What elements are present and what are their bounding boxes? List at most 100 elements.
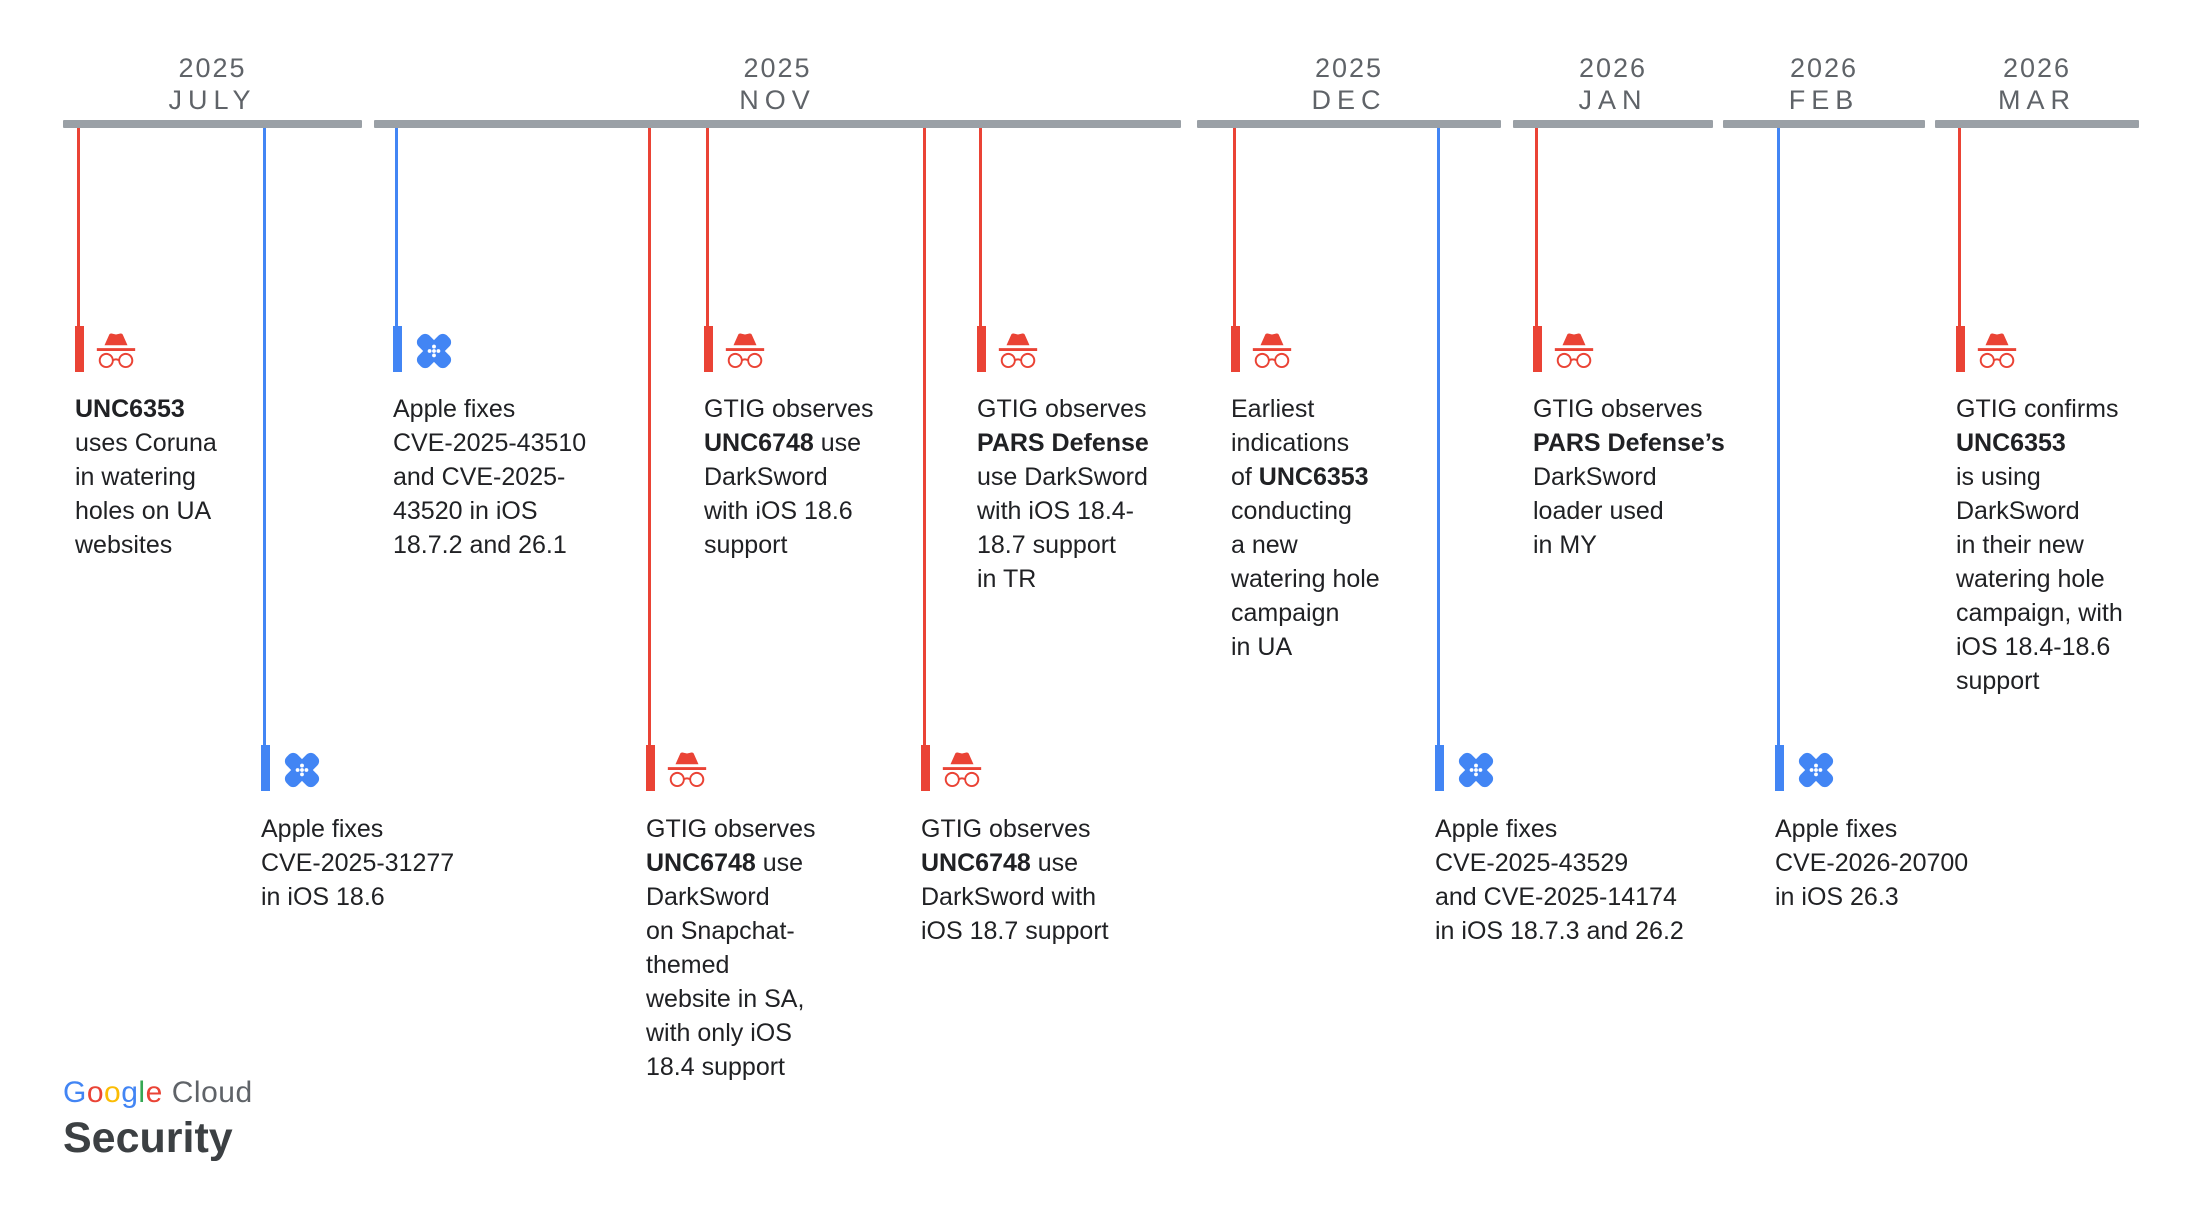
event-text-line: of UNC6353 [1231,463,1369,491]
segment-month: JAN [1578,85,1648,115]
event-text-line: Apple fixes [1435,815,1558,843]
event-text-line: in iOS 18.6 [261,883,385,911]
segment-bar [1935,120,2139,128]
event-text-line: UNC6748 use [704,429,862,457]
event-text-line: DarkSword [646,883,770,911]
event-icon-box [1974,328,2020,374]
event-text-line: Earliest [1231,395,1315,423]
event-text-line: CVE-2026-20700 [1775,849,1969,877]
event-icon-box [722,328,768,374]
event-line [1437,128,1440,747]
segment-bar [1197,120,1501,128]
event-tick [704,326,713,372]
event-text-line: UNC6353 [1956,429,2066,457]
event-line [1777,128,1780,747]
event-tick [1956,326,1965,372]
timeline-segment: 2026 FEB [1723,52,1925,116]
event-text-line: PARS Defense’s [1533,429,1725,457]
event-text-line: GTIG observes [921,815,1091,843]
event-text-line: Apple fixes [1775,815,1898,843]
event-tick [921,745,930,791]
event-text-line: indications [1231,429,1350,457]
event-text-line: uses Coruna [75,429,217,457]
event-icon-box [1793,747,1839,793]
security-wordmark: Security [63,1114,233,1162]
event-text-line: support [704,531,788,559]
event-text-line: UNC6748 use [646,849,804,877]
event-line [1958,128,1961,328]
event-text-line: UNC6353 [75,395,185,423]
event-line [77,128,80,328]
event-text-line: in watering [75,463,196,491]
event-text-line: use DarkSword [977,463,1148,491]
event-text-line: GTIG observes [646,815,816,843]
event-text-line: DarkSword [1533,463,1657,491]
timeline-segment: 2026 JAN [1513,52,1713,116]
event-text-line: in their new [1956,531,2084,559]
segment-month: DEC [1311,85,1387,115]
segment-bar [1513,120,1713,128]
event-text-line: a new [1231,531,1298,559]
event-text-line: in iOS 26.3 [1775,883,1899,911]
event-icon-box [279,747,325,793]
event-icon-box [93,328,139,374]
cloud-label: Cloud [171,1076,253,1109]
event-tick [1231,326,1240,372]
google-logo-letter: l [138,1076,146,1109]
event-tick [261,745,270,791]
event-text-line: CVE-2025-43529 [1435,849,1629,877]
event-icon-box [995,328,1041,374]
event-line [1233,128,1236,328]
segment-year: 2026 [1789,53,1859,83]
event-line [648,128,651,747]
google-logo-letter: o [86,1076,105,1109]
event-text: Earliest indications of UNC6353 conducting a… [1231,392,1380,664]
bandaid-icon [284,752,320,788]
event-text-line: 18.7 support [977,531,1116,559]
event-text-line: with iOS 18.6 [704,497,853,525]
google-logo-letter: e [145,1076,163,1109]
event-text-line: in UA [1231,633,1293,661]
event-text: UNC6353 uses Coruna in watering holes on UA… [75,392,217,562]
segment-bar [1723,120,1925,128]
google-logo-letter: g [121,1076,139,1109]
segment-month: FEB [1788,85,1860,115]
event-text-line: holes on UA [75,497,212,525]
segment-year: 2026 [1578,53,1648,83]
bandaid-icon [416,333,452,369]
segment-month: MAR [1998,85,2076,115]
event-text-line: conducting [1231,497,1352,525]
timeline-segment: 2025 JULY [63,52,362,116]
incognito-icon [1977,333,2017,369]
segment-month: NOV [739,85,816,115]
event-icon-box [411,328,457,374]
event-line [1535,128,1538,328]
event-text-line: GTIG confirms [1956,395,2119,423]
incognito-icon [667,752,707,788]
event-tick [75,326,84,372]
segment-year: 2025 [743,53,812,83]
timeline-segment: 2025 DEC [1197,52,1501,116]
event-text-line: campaign, with [1956,599,2123,627]
event-tick [1775,745,1784,791]
event-text-line: and CVE-2025- [393,463,566,491]
event-icon-box [664,747,710,793]
incognito-icon [96,333,136,369]
event-text-line: iOS 18.7 support [921,917,1109,945]
incognito-icon [942,752,982,788]
event-tick [977,326,986,372]
google-logo-letter: o [104,1076,122,1109]
segment-year: 2025 [178,53,247,83]
event-line [923,128,926,747]
event-text-line: 18.4 support [646,1053,785,1081]
event-text-line: watering hole [1956,565,2105,593]
